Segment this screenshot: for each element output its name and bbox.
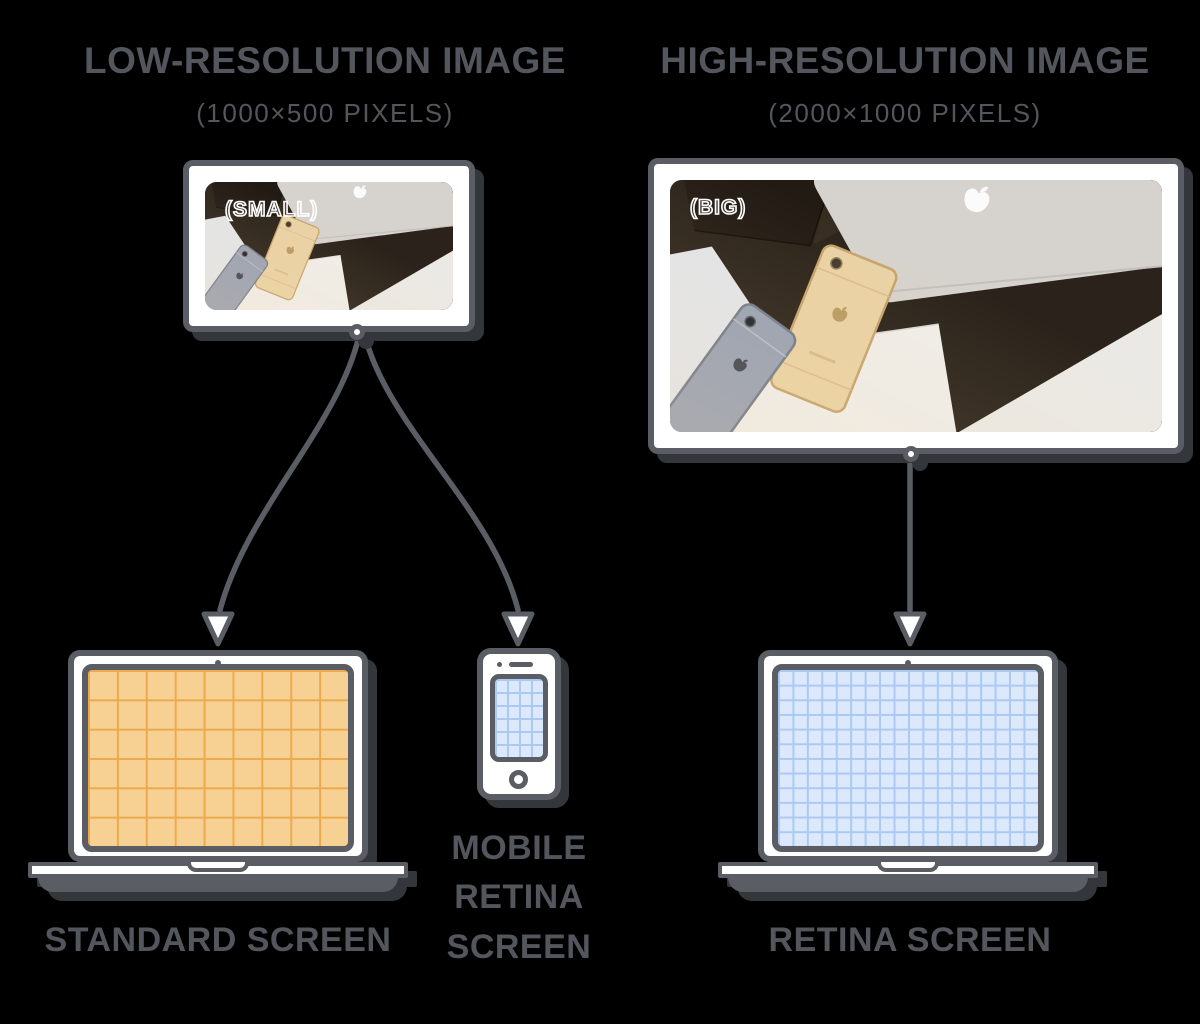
arrowhead-retina-icon	[893, 611, 927, 647]
laptop-base-edge	[38, 877, 398, 892]
camera-dot-icon	[215, 660, 221, 666]
high-res-subtitle: (2000×1000 PIXELS)	[768, 98, 1042, 128]
low-res-image-frame: (SMALL)	[183, 160, 475, 340]
connector-dot-icon	[349, 324, 365, 340]
arrow-small-to-mobile	[359, 319, 521, 613]
laptop-lid	[758, 650, 1058, 862]
high-res-photo: (BIG)	[670, 180, 1162, 432]
big-size-badge: (BIG)	[689, 195, 747, 220]
standard-screen-grid	[82, 664, 354, 852]
laptop-base-edge	[728, 877, 1088, 892]
retina-screen-laptop	[718, 650, 1098, 893]
standard-screen-label: STANDARD SCREEN	[44, 921, 392, 959]
arrowhead-standard-icon	[201, 611, 235, 647]
home-button-icon	[509, 770, 528, 789]
arrow-small-to-standard	[217, 319, 365, 613]
standard-screen-laptop	[28, 650, 408, 893]
laptop-lid	[68, 650, 368, 862]
mobile-retina-phone	[477, 648, 561, 800]
laptop-base	[28, 862, 408, 878]
high-res-image-frame: (BIG)	[648, 158, 1184, 462]
laptop-notch	[187, 862, 249, 872]
retina-screen-grid	[772, 664, 1044, 852]
mobile-retina-screen-label: MOBILE RETINA SCREEN	[446, 829, 592, 966]
mobile-screen-grid	[490, 674, 548, 762]
phone-body	[477, 648, 561, 800]
arrowhead-mobile-icon	[501, 611, 535, 647]
connector-dot-icon	[903, 446, 919, 462]
laptop-base	[718, 862, 1098, 878]
speaker-slot-icon	[509, 662, 533, 667]
high-res-title: HIGH-RESOLUTION IMAGE	[660, 40, 1150, 81]
laptop-notch	[877, 862, 939, 872]
low-res-title: LOW-RESOLUTION IMAGE	[83, 40, 566, 81]
low-res-subtitle: (1000×500 PIXELS)	[196, 98, 454, 128]
small-size-badge: (SMALL)	[224, 197, 319, 222]
low-res-photo: (SMALL)	[205, 182, 453, 310]
retina-screen-label: RETINA SCREEN	[768, 921, 1052, 959]
camera-dot-icon	[497, 662, 502, 667]
camera-dot-icon	[905, 660, 911, 666]
